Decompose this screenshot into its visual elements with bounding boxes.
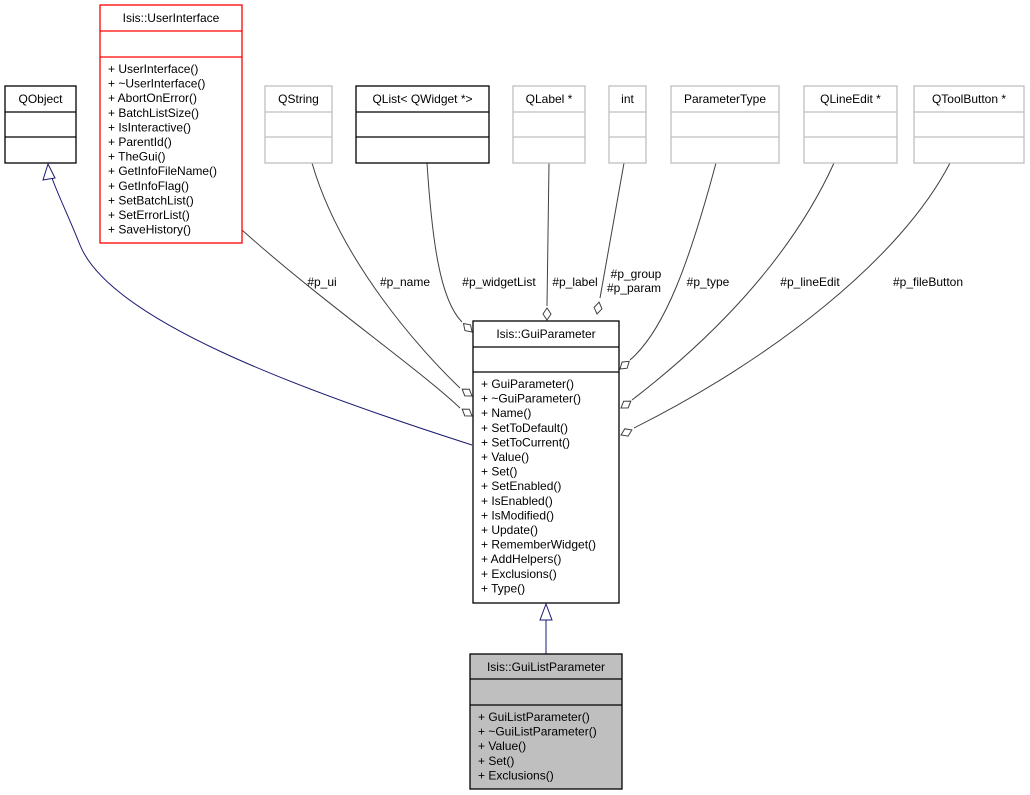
class-method: + Set() — [478, 754, 514, 768]
class-method: + AbortOnError() — [108, 91, 197, 105]
class-method: + GuiListParameter() — [478, 710, 590, 724]
class-name: ParameterType — [684, 92, 766, 106]
class-method: + IsEnabled() — [481, 494, 553, 508]
class-box-parameter-type[interactable]: ParameterType — [670, 85, 780, 164]
class-method: + Value() — [481, 450, 529, 464]
class-method: + TheGui() — [108, 150, 165, 164]
class-method: + Type() — [481, 581, 525, 595]
class-box-frame — [355, 85, 490, 164]
class-box-qlist[interactable]: QList< QWidget *> — [355, 85, 490, 164]
class-method: + Exclusions() — [481, 567, 557, 581]
class-method: + ParentId() — [108, 135, 172, 149]
class-method: + Exclusions() — [478, 768, 554, 782]
inheritance-edge-qobject — [51, 177, 473, 446]
class-box-gui-parameter[interactable]: Isis::GuiParameter+ GuiParameter()+ ~Gui… — [472, 320, 620, 604]
class-name: QLineEdit * — [820, 92, 881, 106]
inheritance-arrow-icon — [42, 162, 56, 181]
edge-label-p-group: #p_group — [611, 267, 662, 281]
class-method: + GuiParameter() — [481, 377, 574, 391]
edge-label-p-param: #p_param — [607, 281, 661, 295]
class-method: + SaveHistory() — [108, 223, 191, 237]
class-method: + ~UserInterface() — [108, 77, 205, 91]
aggregation-diamond-icon — [461, 388, 473, 397]
class-method: + SetBatchList() — [108, 193, 194, 207]
class-box-qlabel[interactable]: QLabel * — [512, 85, 586, 164]
class-box-frame — [670, 85, 780, 164]
class-name: Isis::UserInterface — [123, 11, 220, 25]
class-box-frame — [469, 653, 623, 790]
class-method: + SetToCurrent() — [481, 435, 570, 449]
usage-edge-p-name — [311, 162, 461, 389]
class-box-frame — [512, 85, 586, 164]
class-box-frame — [803, 85, 898, 164]
aggregation-diamond-icon — [461, 408, 473, 417]
class-method: + AddHelpers() — [481, 552, 561, 566]
class-name: QToolButton * — [932, 92, 1006, 106]
aggregation-diamond-icon — [542, 307, 552, 321]
usage-edge-p-widgetlist — [426, 162, 463, 323]
edge-label-p-widgetlist: #p_widgetList — [462, 275, 536, 289]
class-name: Isis::GuiParameter — [496, 327, 595, 341]
usage-edge-p-ui — [241, 229, 461, 409]
class-method: + BatchListSize() — [108, 106, 199, 120]
class-method: + IsModified() — [481, 508, 554, 522]
class-box-frame — [913, 85, 1025, 164]
class-box-frame — [472, 320, 620, 604]
edge-label-p-name: #p_name — [380, 275, 430, 289]
class-name: int — [621, 92, 634, 106]
class-name: QString — [278, 92, 319, 106]
class-box-user-interface[interactable]: Isis::UserInterface+ UserInterface()+ ~U… — [99, 4, 243, 244]
class-box-frame — [608, 85, 647, 164]
usage-edge-p-group-param — [599, 162, 625, 299]
class-box-int[interactable]: int — [608, 85, 647, 164]
class-method: + Set() — [481, 465, 517, 479]
edge-label-p-filebutton: #p_fileButton — [893, 275, 963, 289]
aggregation-diamond-icon — [462, 322, 473, 333]
class-method: + SetToDefault() — [481, 421, 568, 435]
class-method: + RememberWidget() — [481, 538, 596, 552]
class-method: + GetInfoFlag() — [108, 179, 189, 193]
class-box-qlineedit[interactable]: QLineEdit * — [803, 85, 898, 164]
class-box-qstring[interactable]: QString — [264, 85, 333, 164]
class-name: Isis::GuiListParameter — [487, 660, 605, 674]
class-method: + SetErrorList() — [108, 208, 190, 222]
class-box-qtoolbutton[interactable]: QToolButton * — [913, 85, 1025, 164]
class-name: QList< QWidget *> — [372, 92, 472, 106]
class-box-gui-list-parameter[interactable]: Isis::GuiListParameter+ GuiListParameter… — [469, 653, 623, 790]
class-method: + ~GuiListParameter() — [478, 725, 597, 739]
edge-label-p-lineedit: #p_lineEdit — [780, 275, 840, 289]
usage-edge-p-label — [546, 162, 550, 307]
usage-edge-p-type — [629, 162, 717, 361]
aggregation-diamond-icon — [620, 428, 633, 437]
aggregation-diamond-icon — [620, 400, 632, 409]
class-method: + IsInteractive() — [108, 120, 191, 134]
class-method: + Update() — [481, 523, 538, 537]
usage-edge-p-lineedit — [631, 162, 835, 401]
class-box-frame — [99, 4, 243, 244]
class-box-frame — [264, 85, 333, 164]
class-method: + Value() — [478, 739, 526, 753]
edge-label-p-ui: #p_ui — [307, 275, 336, 289]
class-method: + Name() — [481, 406, 531, 420]
aggregation-diamond-icon — [619, 360, 630, 370]
class-box-qobject[interactable]: QObject — [4, 85, 77, 164]
class-method: + UserInterface() — [108, 62, 198, 76]
class-method: + SetEnabled() — [481, 479, 561, 493]
edge-label-p-type: #p_type — [687, 275, 730, 289]
aggregation-diamond-icon — [593, 301, 603, 315]
class-box-frame — [4, 85, 77, 164]
class-method: + ~GuiParameter() — [481, 392, 581, 406]
class-method: + GetInfoFileName() — [108, 164, 217, 178]
usage-edge-p-filebutton — [633, 162, 951, 429]
inheritance-arrow-icon — [539, 602, 553, 621]
class-name: QLabel * — [526, 92, 573, 106]
edge-label-p-label: #p_label — [552, 275, 597, 289]
class-name: QObject — [18, 92, 63, 106]
